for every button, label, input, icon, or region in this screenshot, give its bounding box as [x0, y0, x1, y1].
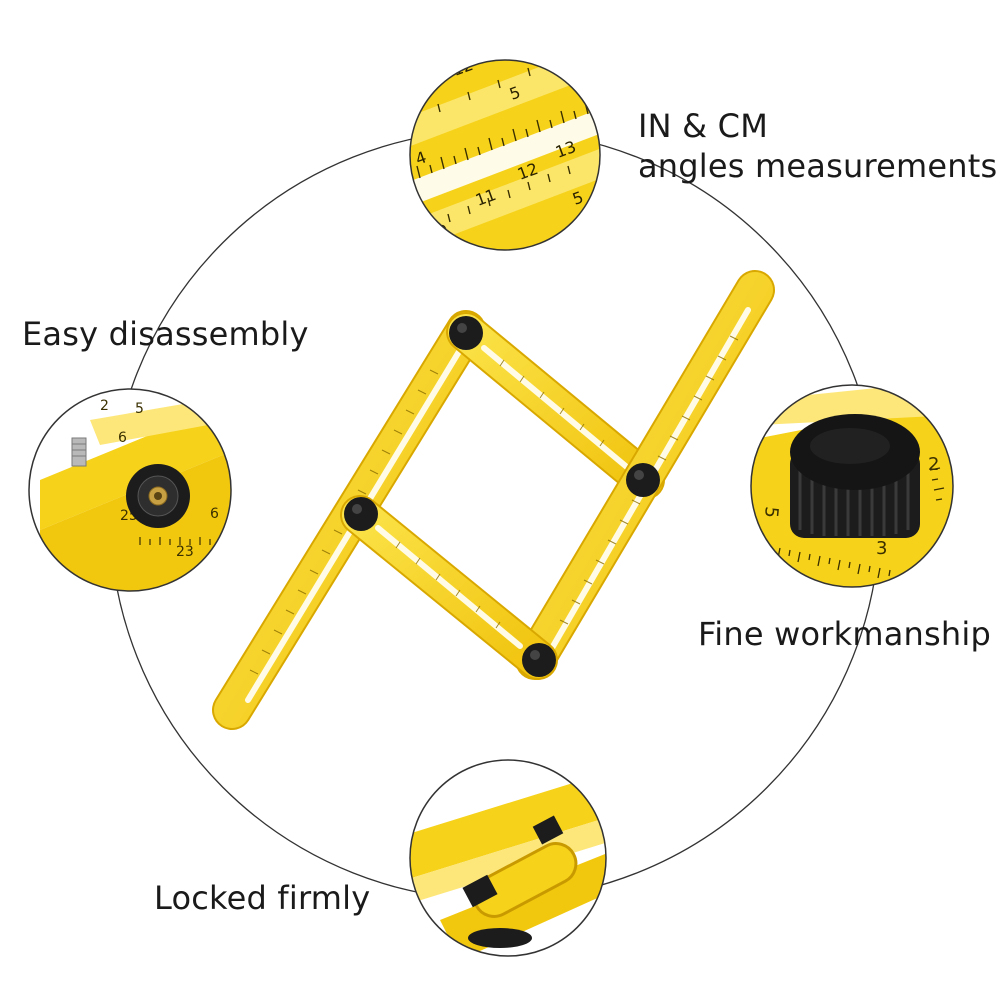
svg-text:5: 5	[135, 401, 144, 417]
svg-text:6: 6	[210, 506, 219, 522]
feature-label-units-line1: IN & CM	[638, 107, 769, 145]
feature-label-workmanship: Fine workmanship	[698, 615, 991, 653]
detail-circle-lock	[409, 759, 607, 957]
nut-knob-icon	[126, 464, 190, 528]
angle-ruler	[212, 270, 775, 730]
svg-text:5: 5	[760, 506, 782, 519]
detail-circle-disassembly: 2 5 6 6 25 23	[28, 388, 232, 592]
feature-label-disassembly: Easy disassembly	[22, 315, 309, 353]
detail-circle-scale: 12 5 4 11 12 13 5 0	[409, 59, 601, 251]
svg-text:3: 3	[876, 538, 887, 559]
pivot-knob-bottom	[522, 643, 556, 677]
svg-text:2: 2	[928, 454, 939, 475]
pivot-knob-left	[344, 497, 378, 531]
feature-label-locked: Locked firmly	[154, 879, 371, 917]
ruler-arm-top	[446, 312, 665, 500]
svg-text:6: 6	[118, 430, 127, 446]
bolt-icon	[71, 437, 87, 467]
lock-clip-icon	[462, 815, 564, 908]
ruler-arm-bottom	[340, 495, 558, 680]
svg-text:23: 23	[176, 544, 194, 560]
svg-text:2: 2	[100, 398, 109, 414]
feature-label-units-line2: angles measurements	[638, 147, 998, 185]
pivot-knob-top	[449, 316, 483, 350]
knurled-knob-icon	[790, 414, 920, 538]
detail-circle-workmanship: 5 3 2	[750, 384, 954, 588]
pivot-knob-right	[626, 463, 660, 497]
feature-label-units: IN & CM angles measurements	[638, 106, 997, 186]
